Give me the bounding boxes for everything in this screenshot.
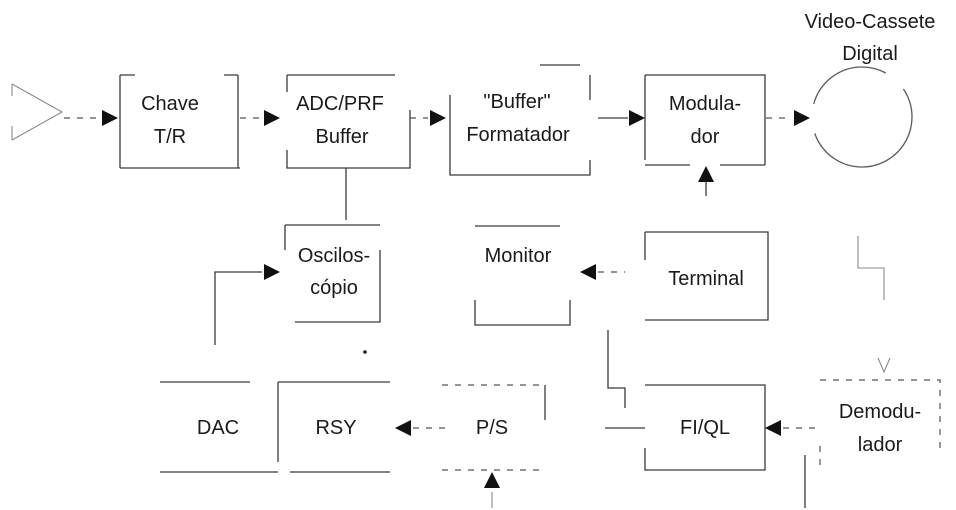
arrow-into-modulador-bottom <box>698 166 714 182</box>
modulador-label-line2: dor <box>691 126 720 148</box>
terminal-label: Terminal <box>668 268 744 290</box>
dac-label: DAC <box>197 417 239 439</box>
chave-label-line1: Chave <box>141 93 199 115</box>
chave-label-line2: T/R <box>154 126 186 148</box>
adc-label-line1: ADC/PRF <box>296 93 384 115</box>
arrow-into-vcr <box>794 110 810 126</box>
dot-mark <box>363 350 367 354</box>
demodulador-label-line2: lador <box>858 434 903 456</box>
rsy-label: RSY <box>315 417 356 439</box>
fiql-label: FI/QL <box>680 417 730 439</box>
arrow-into-adc <box>264 110 280 126</box>
osciloscopio-label-line1: Oscilos- <box>298 245 370 267</box>
block-adc-prf-buffer: ADC/PRF Buffer <box>286 74 411 169</box>
block-monitor: Monitor <box>474 225 571 326</box>
block-osciloscopio: Oscilos- cópio <box>284 224 381 323</box>
arrow-into-chave <box>102 110 118 126</box>
connector-terminal-fiql <box>607 330 626 408</box>
arrow-into-rsy <box>395 420 411 436</box>
connector-vcr-demodulador <box>857 236 891 374</box>
arrow-into-ps <box>484 472 500 488</box>
block-buffer-formatador: "Buffer" Formatador <box>449 64 591 176</box>
modulador-label-line1: Modula- <box>669 93 741 115</box>
arrow-into-fiql <box>765 420 781 436</box>
monitor-label: Monitor <box>485 245 552 267</box>
block-rsy: RSY <box>277 381 390 473</box>
osciloscopio-label-line2: cópio <box>310 277 358 299</box>
block-dac: DAC <box>160 381 278 473</box>
buffer-label-line2: Formatador <box>466 124 570 146</box>
adc-label-line2: Buffer <box>316 126 369 148</box>
demodulador-label-line1: Demodu- <box>839 401 921 423</box>
block-terminal: Terminal <box>644 231 769 321</box>
block-chave-tr: Chave T/R <box>119 74 240 169</box>
vcr-label-line2: Digital <box>842 43 898 65</box>
arrow-into-modulador <box>629 110 645 126</box>
arrow-into-monitor <box>580 264 596 280</box>
ps-label: P/S <box>476 417 508 439</box>
block-modulador: Modula- dor <box>644 74 766 166</box>
arrow-into-buffer <box>430 110 446 126</box>
block-video-cassete-digital: Video-Cassete Digital <box>805 11 936 168</box>
block-ps: P/S <box>442 384 546 471</box>
connector-dac-osciloscopio <box>214 271 262 345</box>
tape-reel-icon <box>811 66 913 168</box>
antenna-icon <box>11 83 64 141</box>
block-fi-ql: FI/QL <box>605 384 766 471</box>
block-demodulador: Demodu- lador <box>819 379 941 465</box>
buffer-label-line1: "Buffer" <box>483 91 550 113</box>
arrow-into-osciloscopio <box>264 264 280 280</box>
vcr-label-line1: Video-Cassete <box>805 11 936 33</box>
